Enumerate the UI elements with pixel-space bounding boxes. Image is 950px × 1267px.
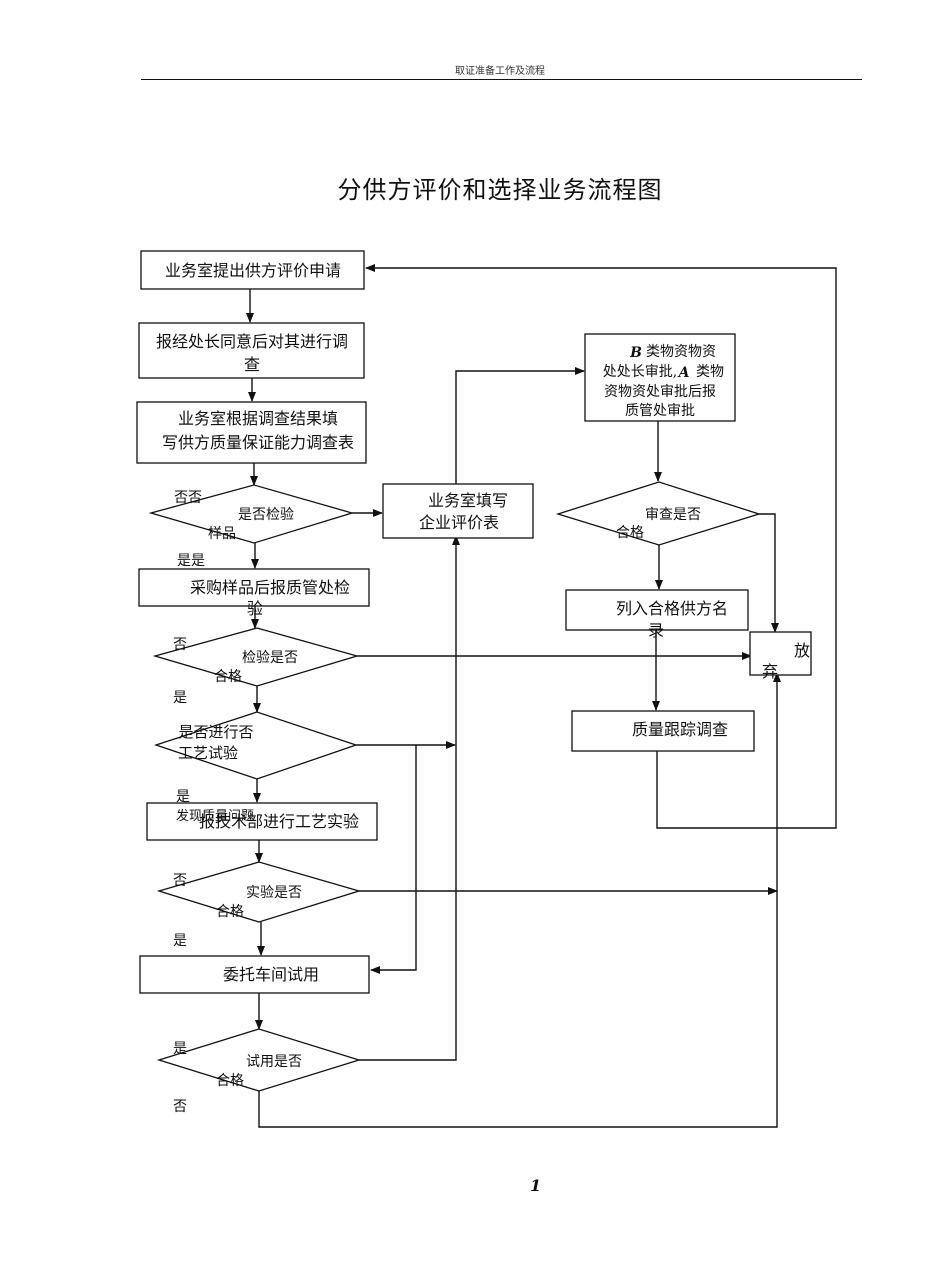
svg-text:发现质量问题: 发现质量问题 [176,808,254,824]
svg-text:列入合格供方名: 列入合格供方名 [616,599,728,618]
decision-test-pass: 实验是否 合格 [156,861,362,923]
label-d5-no: 否 [173,1099,187,1115]
svg-text:资物资处审批后报: 资物资处审批后报 [604,384,716,400]
label-d2-no: 否 [173,637,187,653]
svg-text:报技术部进行工艺实验: 报技术部进行工艺实验 [199,812,359,831]
svg-text:采购样品后报质管处检: 采购样品后报质管处检 [190,578,350,597]
node-approve-investigate: 报经处长同意后对其进行调 查 [138,322,365,379]
svg-text:实验是否: 实验是否 [246,885,302,901]
svg-text:类物资物资: 类物资物资 [646,344,716,360]
svg-text:试用是否: 试用是否 [246,1054,302,1070]
svg-text:A: A [677,365,690,381]
svg-text:弃: 弃 [762,662,778,681]
page-header: 取证准备工作及流程 [455,66,545,77]
decision-review-pass: 审查是否 合格 [555,481,762,546]
node-fill-survey-form: 业务室根据调查结果填 写供方质量保证能力调查表 [136,401,367,464]
svg-text:B: B [629,345,642,361]
node-qualified-list: 列入合格供方名 录 [565,589,749,640]
svg-text:写供方质量保证能力调查表: 写供方质量保证能力调查表 [162,433,354,452]
label-d2-yes: 是 [173,690,187,706]
svg-text:处处长审批,: 处处长审批, [603,364,677,380]
decision-inspection-pass: 检验是否 合格 [152,627,360,687]
node-apply: 业务室提出供方评价申请 [140,250,365,290]
label-d4-yes: 是 [173,933,187,949]
svg-text:类物: 类物 [696,364,724,380]
node-apply-label: 业务室提出供方评价申请 [165,261,341,280]
svg-text:录: 录 [648,621,664,640]
svg-text:样品: 样品 [208,526,236,542]
svg-text:是否检验: 是否检验 [238,507,294,523]
page-number: 1 [530,1176,542,1195]
svg-text:合格: 合格 [214,669,242,685]
node-abandon: 放 弃 [749,631,812,681]
svg-text:质量跟踪调查: 质量跟踪调查 [632,720,728,739]
svg-text:业务室根据调查结果填: 业务室根据调查结果填 [178,409,338,428]
label-d3-yes: 是 [176,789,190,805]
svg-text:报经处长同意后对其进行调: 报经处长同意后对其进行调 [156,332,348,351]
label-d4-no: 否 [173,873,187,889]
decision-process-test: 是否进行否 工艺试验 [153,711,359,780]
node-quality-tracking: 质量跟踪调查 [571,710,755,752]
connectors [246,264,837,1128]
svg-text:查: 查 [244,355,260,374]
page-title: 分供方评价和选择业务流程图 [337,176,663,204]
svg-text:质管处审批: 质管处审批 [625,403,695,419]
edge-labels: 否否 是是 否 是 是 否 是 是 否 [173,490,205,1115]
decision-inspect-sample: 是否检验 样品 [148,484,355,544]
svg-text:合格: 合格 [216,904,244,920]
node-enterprise-eval-form: 业务室填写 企业评价表 [382,483,534,539]
node-approval: B 类物资物资 处处长审批, A 类物 资物资处审批后报 质管处审批 [584,333,736,422]
svg-text:放: 放 [794,641,810,660]
svg-text:工艺试验: 工艺试验 [178,744,238,762]
svg-text:验: 验 [247,599,263,618]
svg-text:检验是否: 检验是否 [242,650,298,666]
svg-text:企业评价表: 企业评价表 [419,513,499,532]
header-rule [141,79,862,80]
svg-text:审查是否: 审查是否 [645,507,701,523]
node-workshop-trial: 委托车间试用 [139,955,370,994]
label-d5-yes: 是 [173,1041,187,1057]
svg-text:业务室填写: 业务室填写 [428,491,508,510]
svg-text:委托车间试用: 委托车间试用 [223,965,319,984]
node-tech-dept-test: 发现质量问题 报技术部进行工艺实验 [146,802,378,841]
svg-text:合格: 合格 [616,525,644,541]
label-d1-yes: 是是 [177,553,205,569]
svg-text:合格: 合格 [216,1073,244,1089]
label-d1-no: 否否 [174,490,202,506]
decision-trial-pass: 试用是否 合格 [156,1028,362,1092]
svg-text:是否进行否: 是否进行否 [178,723,253,741]
node-buy-sample: 采购样品后报质管处检 验 [138,568,370,618]
